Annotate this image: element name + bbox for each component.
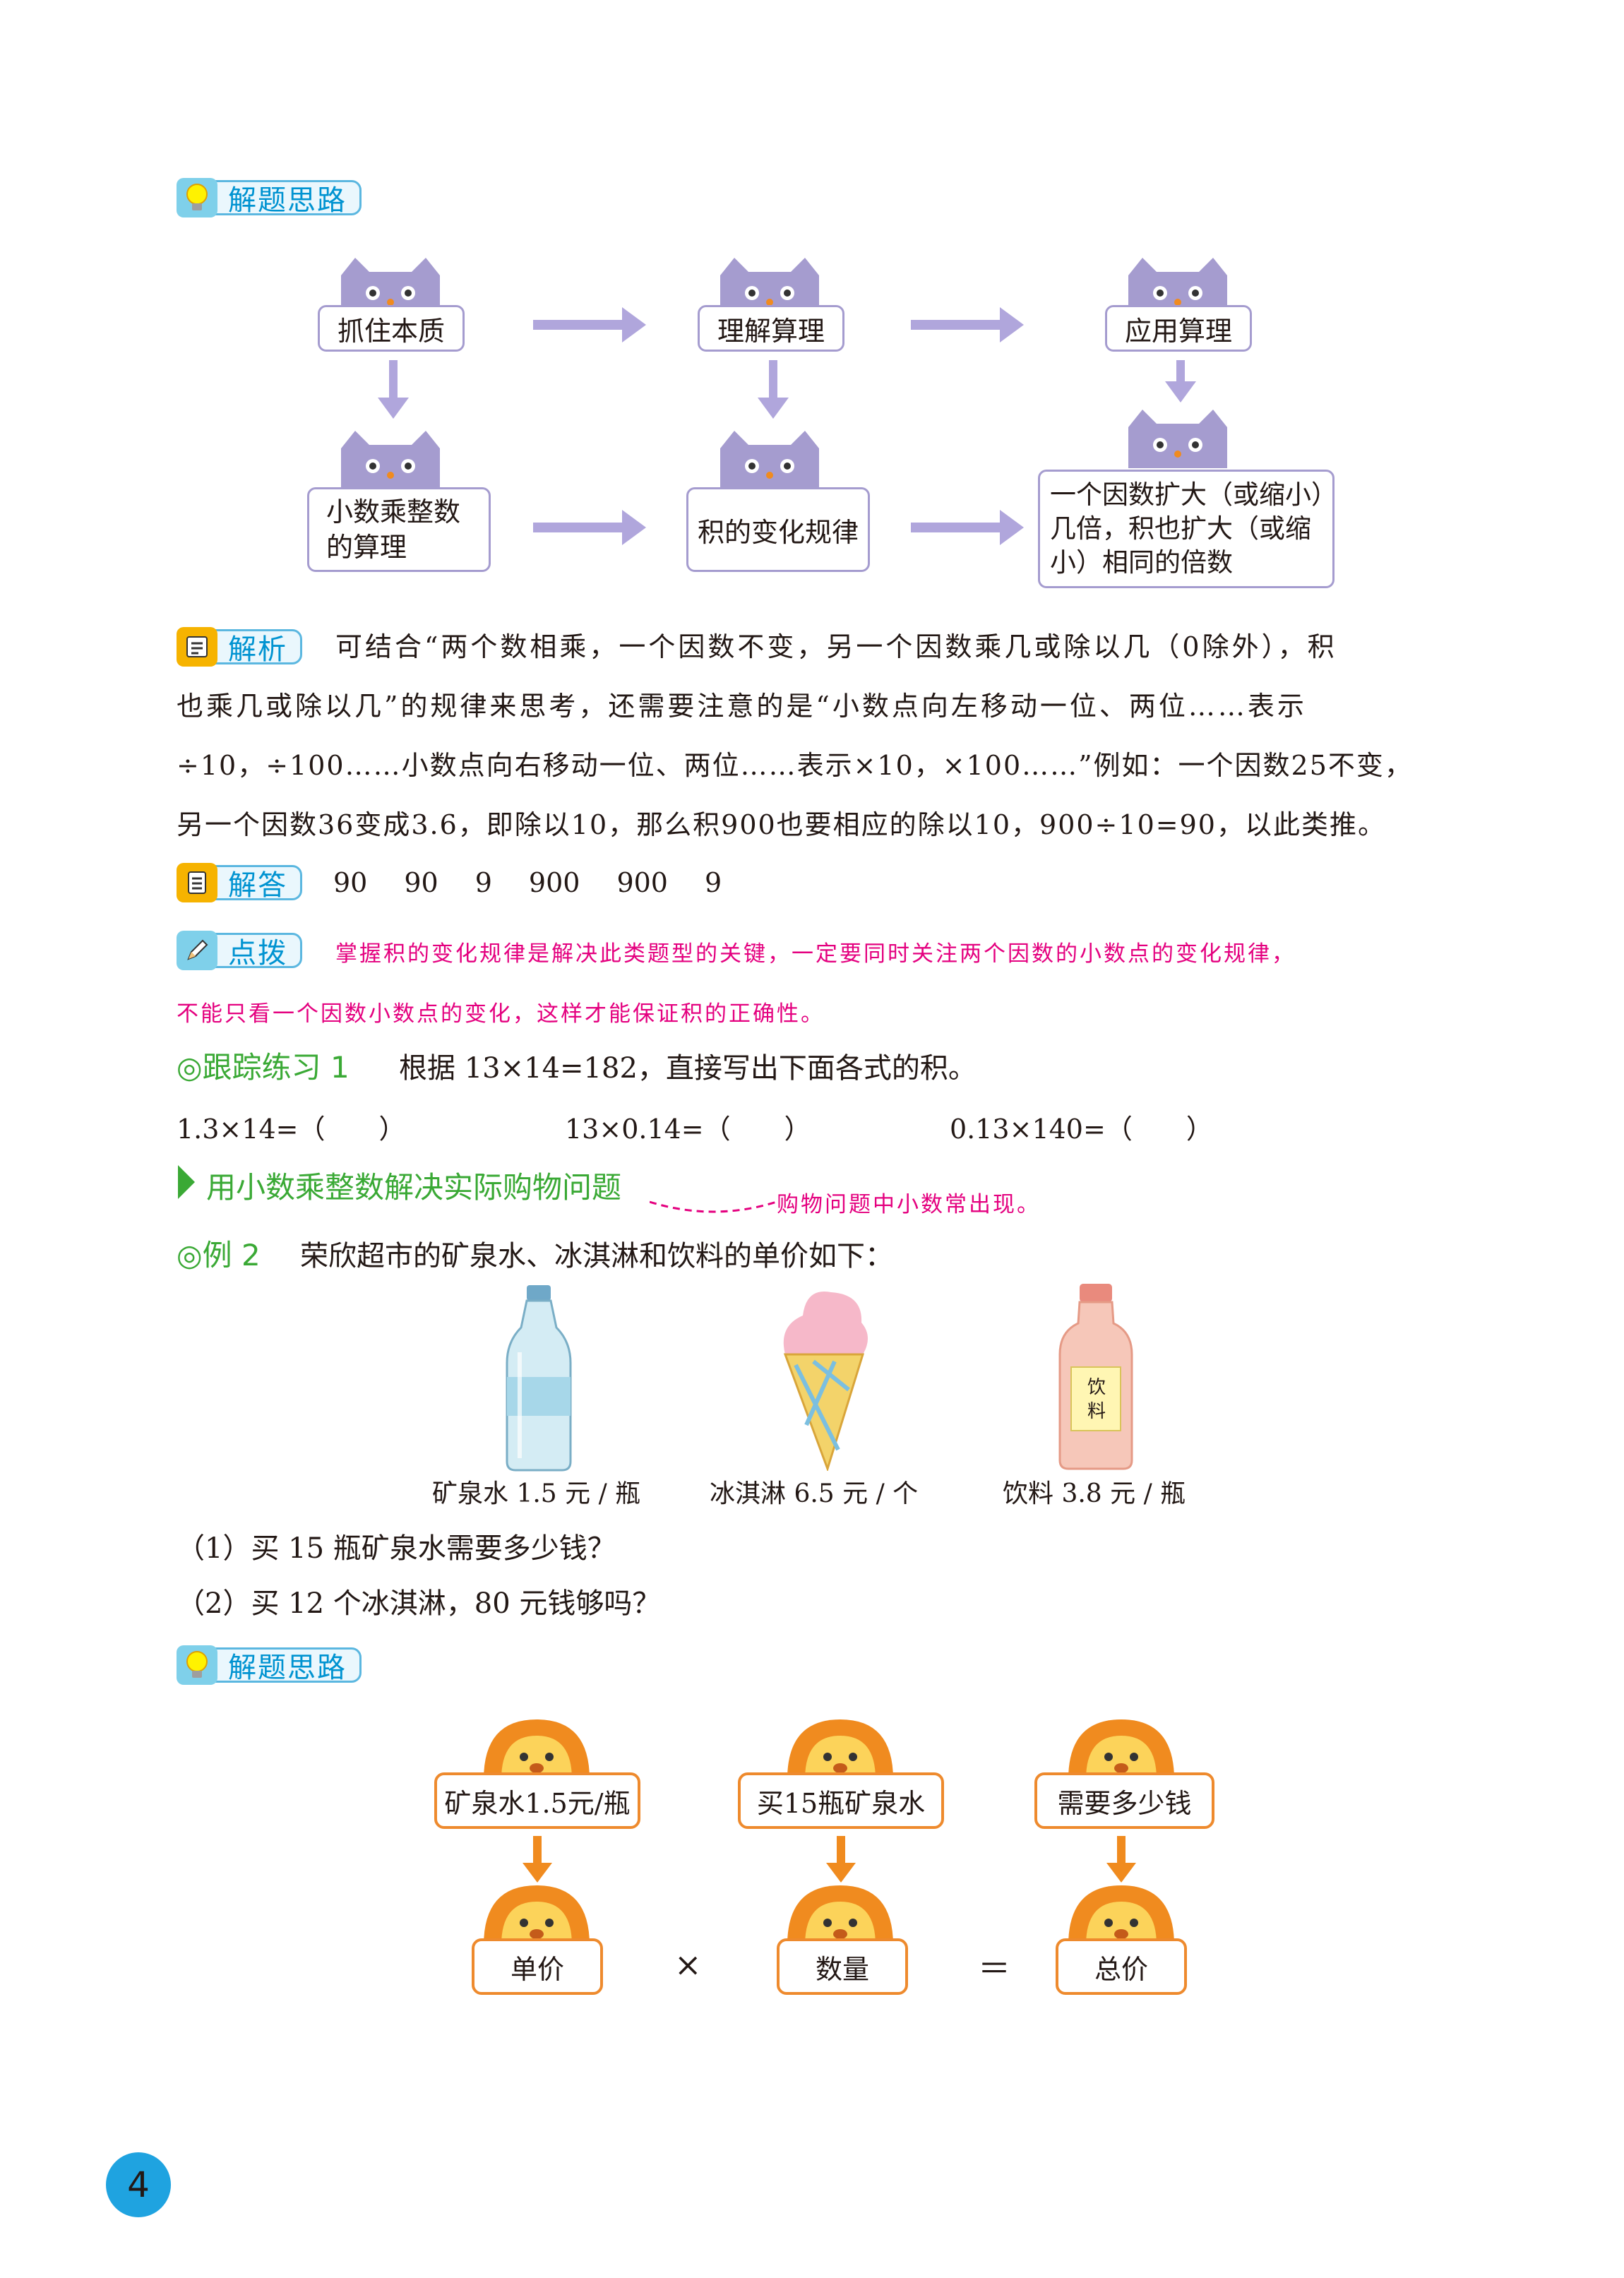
example-label: ◎例 2 [177,1238,261,1272]
notepad-icon [177,863,217,902]
practice-prompt: 根据 13×14=182，直接写出下面各式的积。 [399,1052,977,1085]
book-icon [177,627,217,667]
flow-box: 单价 [472,1938,603,1995]
answer-tag: 解答 [177,863,302,902]
tip-line: 掌握积的变化规律是解决此类题型的关键，一定要同时关注两个因数的小数点的变化规律， [335,941,1296,967]
annotation-wave [650,1200,777,1213]
lion-mascot-icon [787,1885,893,1945]
lion-mascot-icon [484,1885,590,1945]
flow-arrow [758,360,789,419]
cat-mascot-icon [1128,258,1227,316]
lion-mascot-icon [787,1719,893,1779]
cat-mascot-icon [720,258,819,316]
practice-item: 1.3×14=（ ） [177,1114,406,1145]
flow-arrow [826,1836,856,1883]
analysis-tag: 解析 [177,627,302,667]
cat-mascot-icon [720,431,819,489]
drink-bottle-image [1058,1284,1133,1470]
drink-label-text: 饮料 [1087,1377,1106,1422]
lightbulb-icon [177,1645,217,1685]
flow-box: 矿泉水1.5元/瓶 [434,1772,640,1829]
lion-mascot-icon [1068,1719,1174,1779]
answer-value: 90 [404,867,438,898]
practice-label: ◎跟踪练习 1 [177,1050,350,1085]
flow-box: 理解算理 [698,305,844,352]
answer-value: 9 [704,867,722,898]
tag-label: 点拨 [210,933,302,970]
flow-box: 需要多少钱 [1034,1772,1214,1829]
flow-box: 积的变化规律 [686,487,870,572]
analysis-line: 另一个因数36变成3.6，即除以10，那么积900也要相应的除以10，900÷1… [177,809,1386,840]
tip-tag: 点拨 [177,931,302,970]
flow-box: 小数乘整数的算理 [307,487,491,572]
section-triangle-icon [178,1165,195,1199]
ice-cream-image [783,1291,868,1471]
flow-arrow [533,307,646,342]
analysis-line: 可结合“两个数相乘，一个因数不变，另一个因数乘几或除以几（0除外），积 [335,631,1337,662]
practice-item: 0.13×140=（ ） [950,1114,1213,1145]
lion-mascot-icon [1068,1885,1174,1945]
cat-mascot-icon [341,258,440,316]
tag-label: 解题思路 [210,180,362,217]
thinking-tag: 解题思路 [177,1645,362,1685]
answer-value: 90 [333,867,368,898]
multiply-operator: × [674,1945,702,1984]
answer-values: 90 90 9 900 900 9 [333,863,722,902]
product-price: 冰淇淋 6.5 元 / 个 [710,1479,919,1508]
pencil-icon [177,931,217,970]
product-price: 矿泉水 1.5 元 / 瓶 [432,1479,641,1508]
water-bottle-image [506,1285,572,1472]
analysis-line: ÷10，÷100……小数点向右移动一位、两位……表示×10，×100……”例如：… [177,750,1413,781]
section-note: 购物问题中小数常出现。 [777,1192,1041,1217]
flow-arrow [533,510,646,545]
lightbulb-icon [177,178,217,217]
flow-arrow [523,1836,552,1883]
tag-label: 解析 [210,629,302,666]
practice-item: 13×0.14=（ ） [565,1114,811,1145]
flow-arrow [1106,1836,1136,1883]
example-prompt: 荣欣超市的矿泉水、冰淇淋和饮料的单价如下： [300,1240,893,1272]
flow-box: 买15瓶矿泉水 [738,1772,944,1829]
tag-label: 解题思路 [210,1647,362,1684]
equals-operator: ＝ [978,1950,1010,1988]
analysis-line: 也乘几或除以几”的规律来思考，还需要注意的是“小数点向左移动一位、两位……表示 [177,691,1307,722]
page-number: 4 [106,2152,171,2217]
flow-box: 数量 [777,1938,908,1995]
cat-mascot-icon [1128,410,1227,468]
answer-value: 900 [616,867,668,898]
answer-value: 9 [474,867,492,898]
tip-line: 不能只看一个因数小数点的变化，这样才能保证积的正确性。 [177,1001,825,1027]
cat-mascot-icon [341,431,440,489]
flow-arrow [378,360,409,419]
product-price: 饮料 3.8 元 / 瓶 [1003,1479,1186,1508]
flow-arrow [1165,360,1196,402]
thinking-tag: 解题思路 [177,178,362,217]
section-title: 用小数乘整数解决实际购物问题 [206,1170,622,1205]
answer-value: 900 [528,867,580,898]
question: （1）买 15 瓶矿泉水需要多少钱？ [177,1532,616,1565]
question: （2）买 12 个冰淇淋，80 元钱够吗？ [177,1587,661,1620]
tag-label: 解答 [210,865,302,902]
flow-box: 应用算理 [1105,305,1252,352]
flow-box: 一个因数扩大（或缩小）几倍，积也扩大（或缩小）相同的倍数 [1038,470,1335,588]
flow-arrow [911,307,1024,342]
flow-arrow [911,510,1024,545]
flow-box: 抓住本质 [318,305,465,352]
lion-mascot-icon [484,1719,590,1779]
flow-box: 总价 [1056,1938,1187,1995]
